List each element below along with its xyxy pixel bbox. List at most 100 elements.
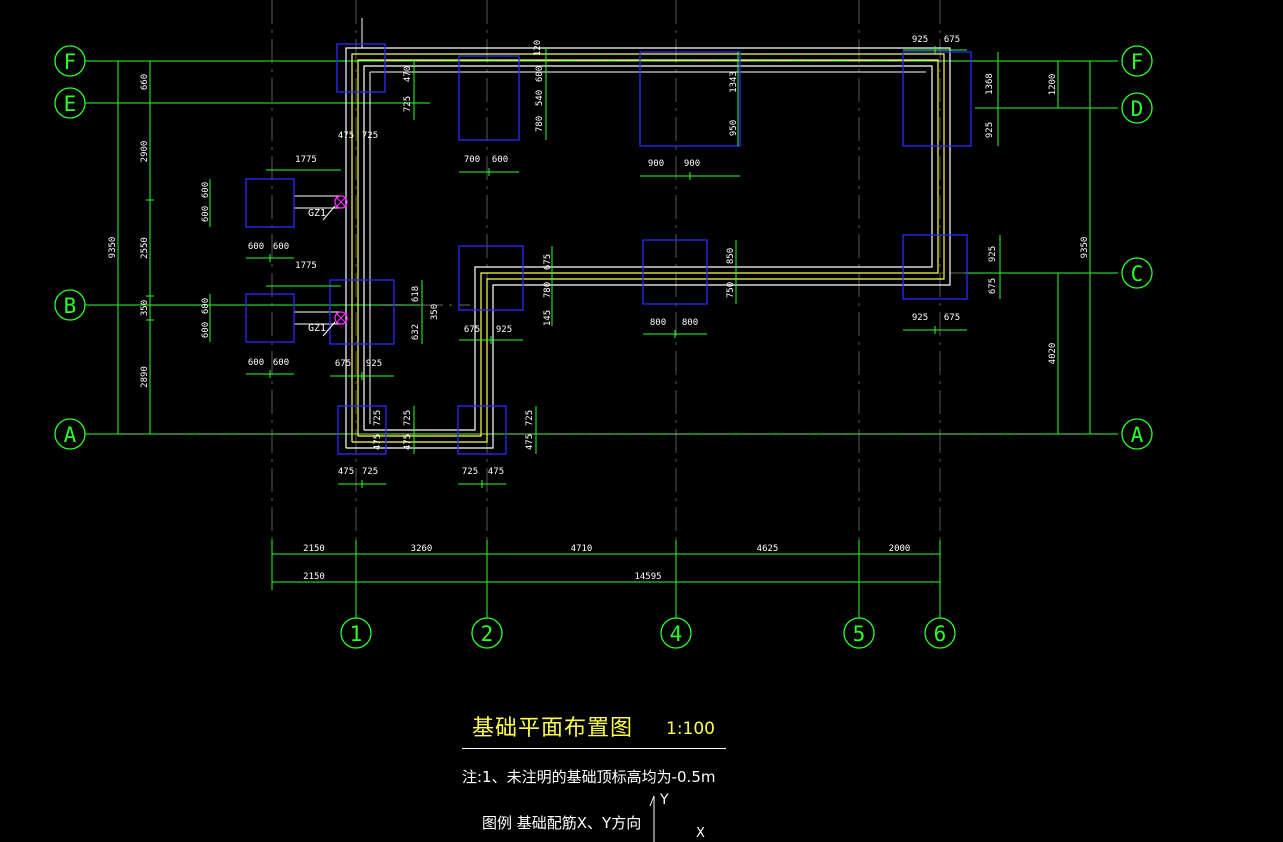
footing-dimension-label: 1775: [295, 155, 317, 165]
axis-bubble-F: F: [1121, 45, 1153, 77]
footing-dimension-label: 632: [411, 324, 421, 340]
footing-dimension-label: 475: [373, 434, 383, 450]
footing-dimension-label: 900: [648, 159, 664, 169]
footings: [245, 43, 972, 455]
footing-dimension-label: 925: [912, 313, 928, 323]
footing: [245, 293, 295, 343]
dimension-label: 2150: [303, 572, 325, 582]
footing-dimension-label: 1775: [295, 261, 317, 271]
axis-bubble-label: A: [1131, 423, 1144, 447]
footing-dimension-label: 475: [338, 467, 354, 477]
footing-dimension-label: 925: [366, 359, 382, 369]
column-label-gz1: GZ1: [308, 208, 326, 219]
column-leader: [322, 205, 336, 221]
axis-bubble-circle: [1121, 257, 1153, 289]
axis-bubble-circle: [843, 617, 875, 649]
dimension-label: 2900: [140, 141, 150, 163]
axis-bubble-A: A: [1121, 418, 1153, 450]
dimension-label: 9350: [108, 237, 118, 259]
footing-dimension-label: 750: [726, 282, 736, 298]
footing-dimension-label: 850: [726, 248, 736, 264]
footing-dimension-label: 675: [988, 278, 998, 294]
axis-bubble-E: E: [54, 87, 86, 119]
axis-bubble-label: C: [1131, 262, 1144, 286]
axis-bubble-label: F: [64, 50, 77, 74]
dimension-label: 2150: [303, 544, 325, 554]
footing-dimension-label: 925: [988, 246, 998, 262]
footing-dimension-label: 780: [543, 282, 553, 298]
axis-bubble-circle: [1121, 45, 1153, 77]
footing-dimension-label: 475: [338, 131, 354, 141]
footing-dimension-label: 1343: [729, 71, 739, 93]
beam-centerline-inner: [357, 59, 939, 437]
footing: [336, 43, 386, 93]
dimension-label: 2550: [140, 237, 150, 259]
axis-bubble-label: 1: [350, 622, 363, 646]
axis-bubble-circle: [54, 289, 86, 321]
footing-dimension-label: 725: [362, 467, 378, 477]
footing-dimension-label: 1368: [985, 73, 995, 95]
footing: [458, 245, 524, 311]
footing-dimension-label: 470: [403, 66, 413, 82]
axis-bubble-6: 6: [924, 617, 956, 649]
column-marker-gz1: [334, 311, 348, 325]
drawing-note: 注:1、未注明的基础顶标高均为-0.5m: [462, 768, 716, 786]
footing-dimension-label: 800: [682, 318, 698, 328]
dimension-label: 1200: [1048, 74, 1058, 96]
axis-bubble-label: 2: [481, 622, 494, 646]
footing-dimension-label: 540: [535, 90, 545, 106]
column-label-gz1: GZ1: [308, 323, 326, 334]
footing: [642, 239, 708, 305]
footing-dimension-label: 900: [684, 159, 700, 169]
axis-bubble-circle: [471, 617, 503, 649]
axis-bubble-D: D: [1121, 92, 1153, 124]
axis-bubble-label: F: [1131, 50, 1144, 74]
footing: [245, 178, 295, 228]
ground-beams: [294, 18, 951, 449]
footing-dimension-label: 600: [201, 206, 211, 222]
footing-dimension-label: 120: [533, 40, 543, 56]
dimension-label: 4625: [757, 544, 779, 554]
dimension-label: 4710: [571, 544, 593, 554]
footing-dimension-label: 725: [373, 410, 383, 426]
footing-dimension-label: 145: [543, 310, 553, 326]
axis-bubble-label: B: [64, 294, 77, 318]
footing-dimension-label: 600: [492, 155, 508, 165]
axis-bubble-label: D: [1131, 97, 1144, 121]
footing-dimension-label: 475: [488, 467, 504, 477]
axis-bubble-5: 5: [843, 617, 875, 649]
footing-dimension-label: 475: [403, 434, 413, 450]
footing: [457, 405, 507, 455]
footing: [337, 405, 387, 455]
title-underline: [462, 748, 726, 749]
dimension-label: 4020: [1048, 343, 1058, 365]
footing-dimension-label: 350: [430, 304, 440, 320]
axis-bubble-circle: [54, 45, 86, 77]
footing-dimension-label: 600: [535, 66, 545, 82]
footing: [458, 55, 520, 141]
footing-dimension-label: 675: [543, 254, 553, 270]
footing-dimension-label: 950: [729, 120, 739, 136]
dimension-label: 9350: [1080, 237, 1090, 259]
footing-dimension-label: 925: [496, 325, 512, 335]
drawing-scale: 1:100: [666, 719, 715, 739]
drawing-title: 基础平面布置图: [472, 716, 634, 741]
footing-dimension-label: 925: [912, 35, 928, 45]
column-marker-cross: [335, 196, 347, 208]
axis-bubble-label: 5: [853, 622, 866, 646]
axis-bubble-label: 4: [670, 622, 683, 646]
footing-dimension-label: 600: [201, 322, 211, 338]
footing-dimension-label: 800: [650, 318, 666, 328]
footing: [639, 51, 741, 147]
dimension-label: 14595: [634, 572, 661, 582]
axis-bubble-circle: [924, 617, 956, 649]
axis-y-label: Y: [660, 792, 669, 808]
axis-bubble-4: 4: [660, 617, 692, 649]
footing: [902, 234, 968, 300]
axis-bubble-label: E: [64, 92, 77, 116]
footing-dimension-label: 475: [525, 434, 535, 450]
column-marker-gz1: [334, 195, 348, 209]
beam-centerline: [351, 53, 945, 443]
